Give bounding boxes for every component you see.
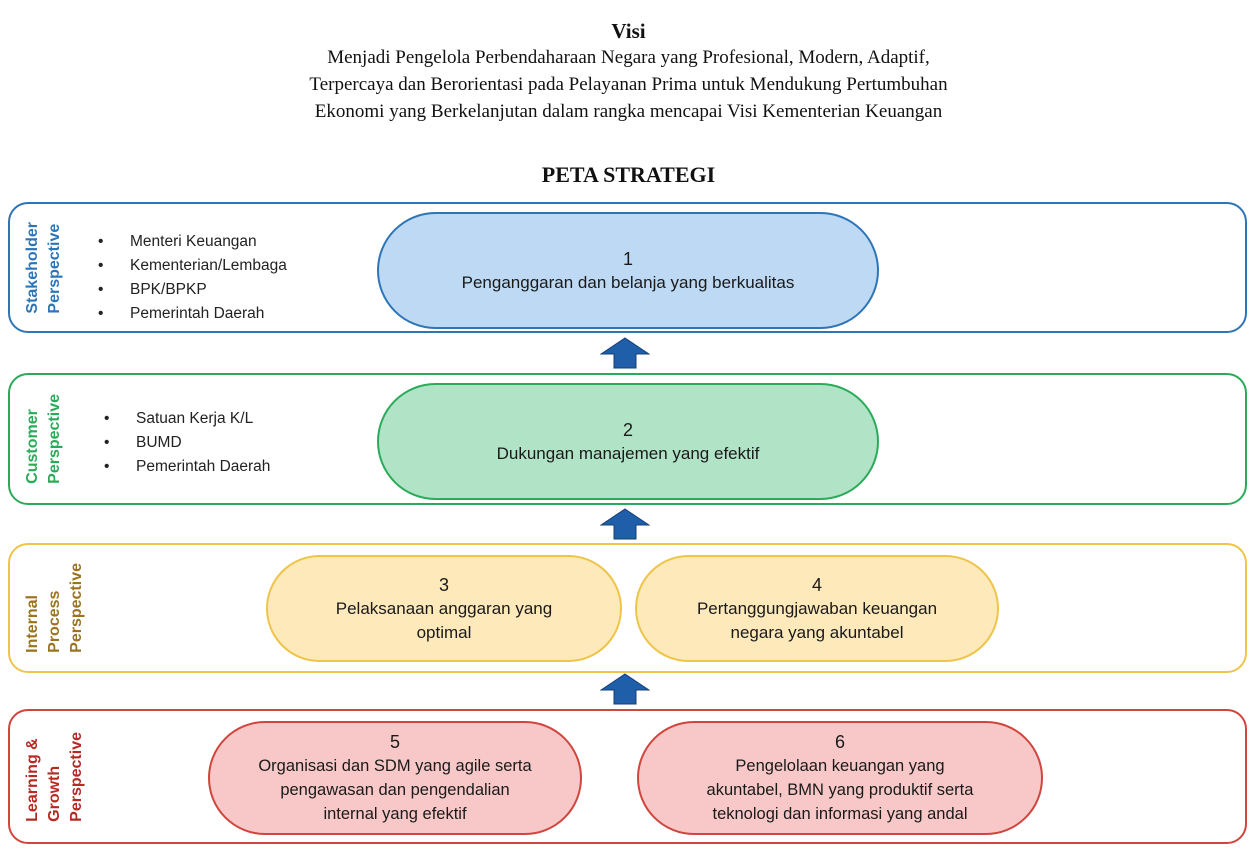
objective-text: Dukungan manajemen yang efektif xyxy=(496,443,760,463)
perspective-label-line: Perspective xyxy=(68,731,85,822)
list-item: Pemerintah Daerah xyxy=(98,302,287,326)
vision-title: Visi xyxy=(611,19,646,43)
objective-2: 2 Dukungan manajemen yang efektif xyxy=(377,383,879,500)
customer-list: Satuan Kerja K/L BUMD Pemerintah Daerah xyxy=(104,407,270,479)
objective-6: 6 Pengelolaan keuangan yang akuntabel, B… xyxy=(637,721,1043,835)
perspective-label-line: Learning & xyxy=(24,737,41,822)
arrow-up-icon xyxy=(600,508,650,540)
perspective-label-line: Process xyxy=(46,590,63,653)
vision-section: Visi Menjadi Pengelola Perbendaharaan Ne… xyxy=(0,18,1257,125)
list-item: BPK/BPKP xyxy=(98,278,287,302)
perspective-label-line: Stakeholder xyxy=(24,221,41,314)
perspective-label-line: Perspective xyxy=(46,223,63,314)
objective-number: 5 xyxy=(389,732,400,752)
objective-text: Penganggaran dan belanja yang berkualita… xyxy=(461,272,795,292)
objective-number: 3 xyxy=(438,574,449,595)
objective-text-line: internal yang efektif xyxy=(323,805,467,823)
arrow-up-icon xyxy=(600,337,650,369)
objective-number: 4 xyxy=(811,574,822,595)
perspective-label: Stakeholder Perspective xyxy=(22,204,102,331)
perspective-label-line: Perspective xyxy=(68,563,85,653)
perspective-label: Internal Process Perspective xyxy=(22,545,102,671)
vision-text-line: Ekonomi yang Berkelanjutan dalam rangka … xyxy=(314,101,943,122)
objective-4: 4 Pertanggungjawaban keuangan negara yan… xyxy=(635,555,999,662)
vision-text-line: Terpercaya dan Berorientasi pada Pelayan… xyxy=(309,74,948,95)
list-item: Pemerintah Daerah xyxy=(104,455,270,479)
arrow-up-icon xyxy=(600,673,650,705)
customer-perspective-band: Customer Perspective Satuan Kerja K/L BU… xyxy=(8,373,1247,505)
strategy-map-title: PETA STRATEGI xyxy=(541,162,716,187)
list-item: BUMD xyxy=(104,431,270,455)
objective-text-line: Pelaksanaan anggaran yang xyxy=(335,598,553,618)
perspective-label-line: Customer xyxy=(24,409,41,484)
objective-text-line: akuntabel, BMN yang produktif serta xyxy=(706,781,974,799)
objective-number: 6 xyxy=(834,732,845,752)
objective-number: 2 xyxy=(622,419,633,440)
perspective-label-line: Internal xyxy=(24,595,41,653)
objective-number: 1 xyxy=(622,248,633,269)
stakeholder-perspective-band: Stakeholder Perspective Menteri Keuangan… xyxy=(8,202,1247,333)
objective-text-line: negara yang akuntabel xyxy=(730,622,904,642)
objective-1: 1 Penganggaran dan belanja yang berkuali… xyxy=(377,212,879,329)
objective-text-line: Pertanggungjawaban keuangan xyxy=(696,598,938,618)
objective-3: 3 Pelaksanaan anggaran yang optimal xyxy=(266,555,622,662)
list-item: Kementerian/Lembaga xyxy=(98,254,287,278)
vision-text-line: Menjadi Pengelola Perbendaharaan Negara … xyxy=(327,47,930,68)
perspective-label: Learning & Growth Perspective xyxy=(22,711,102,842)
objective-text-line: teknologi dan informasi yang andal xyxy=(712,805,968,823)
objective-5: 5 Organisasi dan SDM yang agile serta pe… xyxy=(208,721,582,835)
objective-text-line: Organisasi dan SDM yang agile serta xyxy=(258,757,532,775)
stakeholder-list: Menteri Keuangan Kementerian/Lembaga BPK… xyxy=(98,230,287,326)
objective-text-line: Pengelolaan keuangan yang xyxy=(735,757,945,775)
learning-growth-perspective-band: Learning & Growth Perspective 5 Organisa… xyxy=(8,709,1247,844)
list-item: Satuan Kerja K/L xyxy=(104,407,270,431)
objective-text-line: optimal xyxy=(416,622,472,642)
perspective-label-line: Perspective xyxy=(46,394,63,484)
internal-process-perspective-band: Internal Process Perspective 3 Pelaksana… xyxy=(8,543,1247,673)
list-item: Menteri Keuangan xyxy=(98,230,287,254)
perspective-label-line: Growth xyxy=(46,765,63,822)
perspective-label: Customer Perspective xyxy=(22,375,102,503)
objective-text-line: pengawasan dan pengendalian xyxy=(280,781,510,799)
